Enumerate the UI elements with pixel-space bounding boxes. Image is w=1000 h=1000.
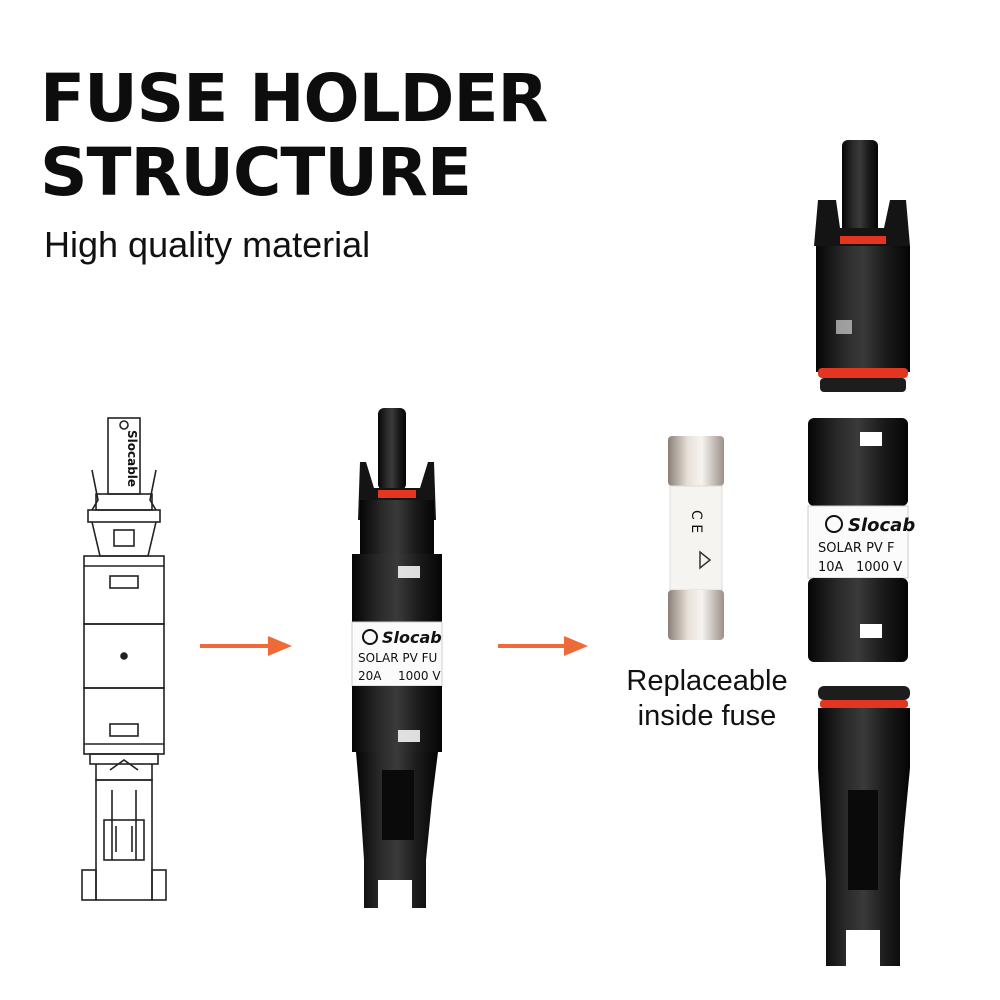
subtitle: High quality material xyxy=(44,224,371,265)
assembled-product: SOLAR PV FU xyxy=(358,651,437,665)
exploded-current: 10A xyxy=(818,560,844,575)
exploded-brand: Slocab xyxy=(848,515,915,536)
assembled-brand: Slocab xyxy=(382,628,442,647)
fuse-caption-line-2: inside fuse xyxy=(637,700,777,732)
assembled-fuse-holder: Slocab SOLAR PV FU 20A 1000 V xyxy=(351,408,443,908)
assembled-current: 20A xyxy=(358,669,382,683)
title-line-2: STRUCTURE xyxy=(40,134,472,211)
top-connector xyxy=(814,140,910,392)
assembled-voltage: 1000 V xyxy=(398,669,441,683)
fuse-caption: Replaceable inside fuse xyxy=(612,664,802,734)
bottom-connector xyxy=(818,686,910,966)
fuse-caption-line-1: Replaceable xyxy=(626,665,788,697)
title-line-1: FUSE HOLDER xyxy=(40,60,548,137)
exploded-voltage: 1000 V xyxy=(856,560,902,575)
middle-housing: Slocab SOLAR PV F 10A 1000 V xyxy=(807,418,915,662)
technical-drawing: Slocable xyxy=(81,417,167,901)
arrow-right-icon xyxy=(498,636,588,656)
fuse: C E xyxy=(668,436,724,640)
fuse-mark: C E xyxy=(688,510,704,533)
page-title: FUSE HOLDER STRUCTURE xyxy=(40,60,548,211)
drawing-brand: Slocable xyxy=(125,430,139,487)
exploded-product: SOLAR PV F xyxy=(818,541,894,556)
arrow-right-icon xyxy=(200,636,292,656)
